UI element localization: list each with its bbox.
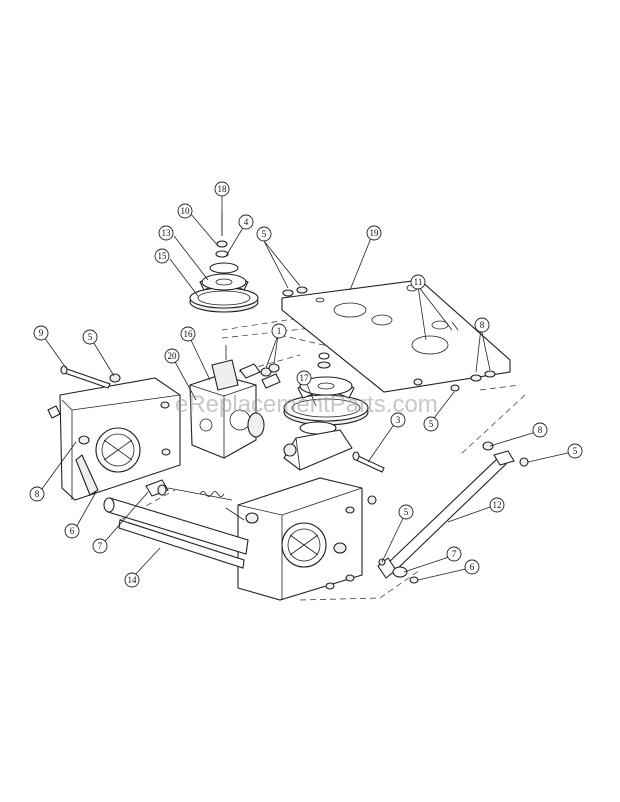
- spring-linkage: [145, 479, 245, 521]
- callout-8: 8: [532, 422, 548, 438]
- callout-7: 7: [92, 538, 108, 554]
- callout-7: 7: [446, 546, 462, 562]
- callout-label: 19: [370, 228, 380, 238]
- callout-label: 15: [158, 251, 168, 261]
- callout-label: 6: [70, 526, 75, 536]
- drive-rod: [377, 441, 529, 584]
- callout-label: 12: [493, 500, 502, 510]
- callout-label: 8: [35, 489, 40, 499]
- callout-label: 7: [98, 541, 103, 551]
- callout-label: 6: [470, 562, 475, 572]
- upper-pulley-assembly: [189, 212, 259, 313]
- callout-8: 8: [29, 486, 45, 502]
- callout-10: 10: [177, 203, 193, 219]
- callout-label: 5: [88, 332, 93, 342]
- callout-9: 9: [33, 325, 49, 341]
- left-side-frame: [47, 377, 181, 501]
- lower-pulley-assembly: [283, 352, 369, 471]
- callout-label: 9: [39, 328, 44, 338]
- callout-label: 18: [218, 184, 228, 194]
- callout-8: 8: [474, 317, 490, 333]
- bolts: [260, 363, 281, 389]
- watermark: eReplacementParts.com: [175, 391, 438, 418]
- callout-5: 5: [398, 504, 414, 520]
- callout-15: 15: [154, 248, 170, 264]
- top-cover-plate: [281, 279, 511, 393]
- pin: [60, 365, 121, 389]
- callout-12: 12: [489, 497, 505, 513]
- callout-18: 18: [214, 181, 230, 197]
- callout-label: 1: [277, 326, 282, 336]
- callout-label: 11: [414, 277, 423, 287]
- callout-5: 5: [567, 443, 583, 459]
- callout-6: 6: [464, 559, 480, 575]
- callout-1: 1: [271, 323, 287, 339]
- callout-label: 5: [404, 507, 409, 517]
- callout-13: 13: [158, 225, 174, 241]
- leader-lines: [38, 196, 573, 581]
- callout-label: 17: [300, 373, 310, 383]
- callout-17: 17: [296, 370, 312, 386]
- callout-label: 4: [244, 217, 249, 227]
- callout-label: 7: [452, 549, 457, 559]
- callout-label: 5: [429, 419, 434, 429]
- callout-label: 8: [538, 425, 543, 435]
- callout-4: 4: [238, 214, 254, 230]
- callout-5: 5: [82, 329, 98, 345]
- callout-19: 19: [366, 225, 382, 241]
- callout-5: 5: [256, 226, 272, 242]
- callout-11: 11: [410, 274, 426, 290]
- callout-label: 13: [162, 228, 172, 238]
- callout-20: 20: [164, 348, 180, 364]
- callout-16: 16: [180, 326, 196, 342]
- callout-5: 5: [423, 416, 439, 432]
- callout-3: 3: [390, 412, 406, 428]
- callout-label: 16: [184, 329, 194, 339]
- link-rod: [352, 451, 385, 473]
- callout-label: 20: [168, 351, 178, 361]
- callout-label: 3: [396, 415, 401, 425]
- callout-label: 5: [262, 229, 267, 239]
- left-gearbox: [189, 345, 265, 459]
- callout-label: 8: [480, 320, 485, 330]
- right-frame-housing: [237, 477, 377, 601]
- callout-label: 14: [128, 575, 138, 585]
- callout-label: 10: [181, 206, 191, 216]
- callout-14: 14: [124, 572, 140, 588]
- callout-6: 6: [64, 523, 80, 539]
- callout-label: 5: [573, 446, 578, 456]
